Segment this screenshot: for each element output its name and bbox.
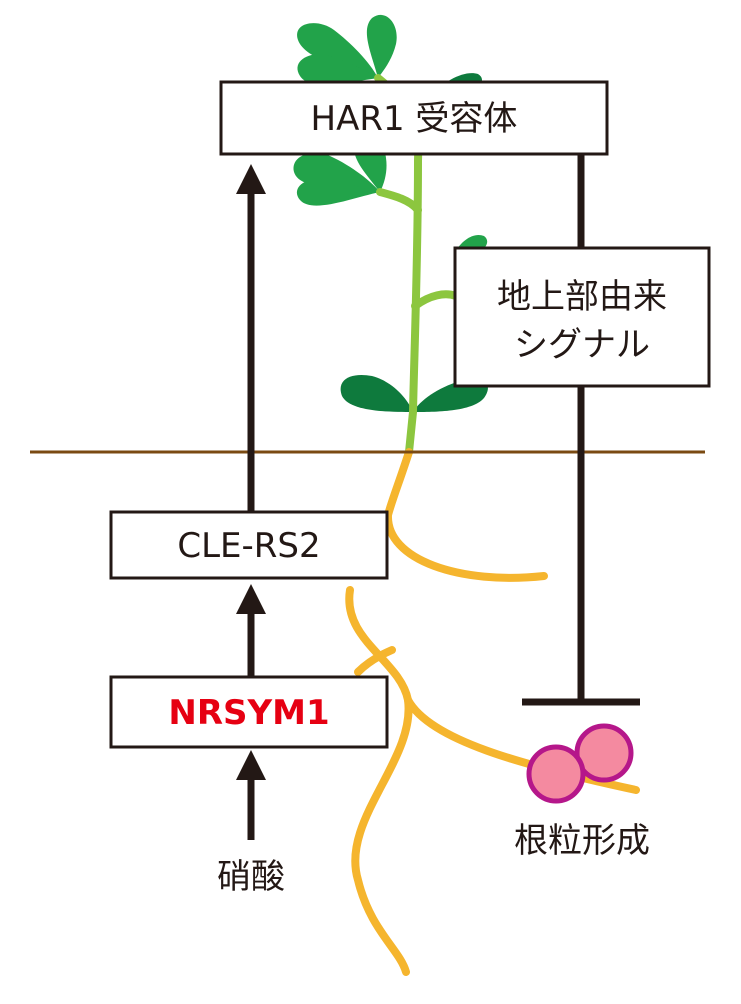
branch-stem-left: [376, 188, 422, 214]
cle-rs2-label: CLE-RS2: [177, 526, 320, 566]
arrow-cle-to-har1: [236, 164, 266, 512]
nodule-right: [574, 723, 634, 783]
nitrate-label: 硝酸: [217, 857, 285, 897]
root-lower-right: [404, 696, 640, 794]
branch-stem-right: [411, 290, 460, 310]
nrsym1-label: NRSYM1: [168, 693, 329, 733]
har1-receptor-box: HAR1 受容体: [219, 80, 609, 156]
cle-rs2-box: CLE-RS2: [109, 510, 389, 580]
root-nodules: [526, 723, 634, 804]
shoot-signal-label-line2: シグナル: [514, 325, 650, 365]
root-small-left: [354, 646, 396, 676]
shoot-signal-label-line1: 地上部由来: [497, 277, 667, 317]
shoot-signal-box: 地上部由来 シグナル: [453, 246, 711, 388]
plant-roots: [345, 448, 640, 976]
inhibition-line: [522, 154, 640, 706]
nodule-left: [526, 744, 586, 804]
nodulation-label: 根粒形成: [514, 821, 650, 861]
har1-receptor-label: HAR1 受容体: [311, 99, 518, 139]
arrow-nrsym1-to-cle: [236, 584, 266, 677]
arrow-nitrate-to-nrsym1: [236, 750, 266, 840]
root-upper-right: [383, 511, 548, 582]
nrsym1-box: NRSYM1: [109, 675, 389, 749]
root-main-lower: [345, 586, 413, 976]
main-root: [384, 448, 413, 519]
